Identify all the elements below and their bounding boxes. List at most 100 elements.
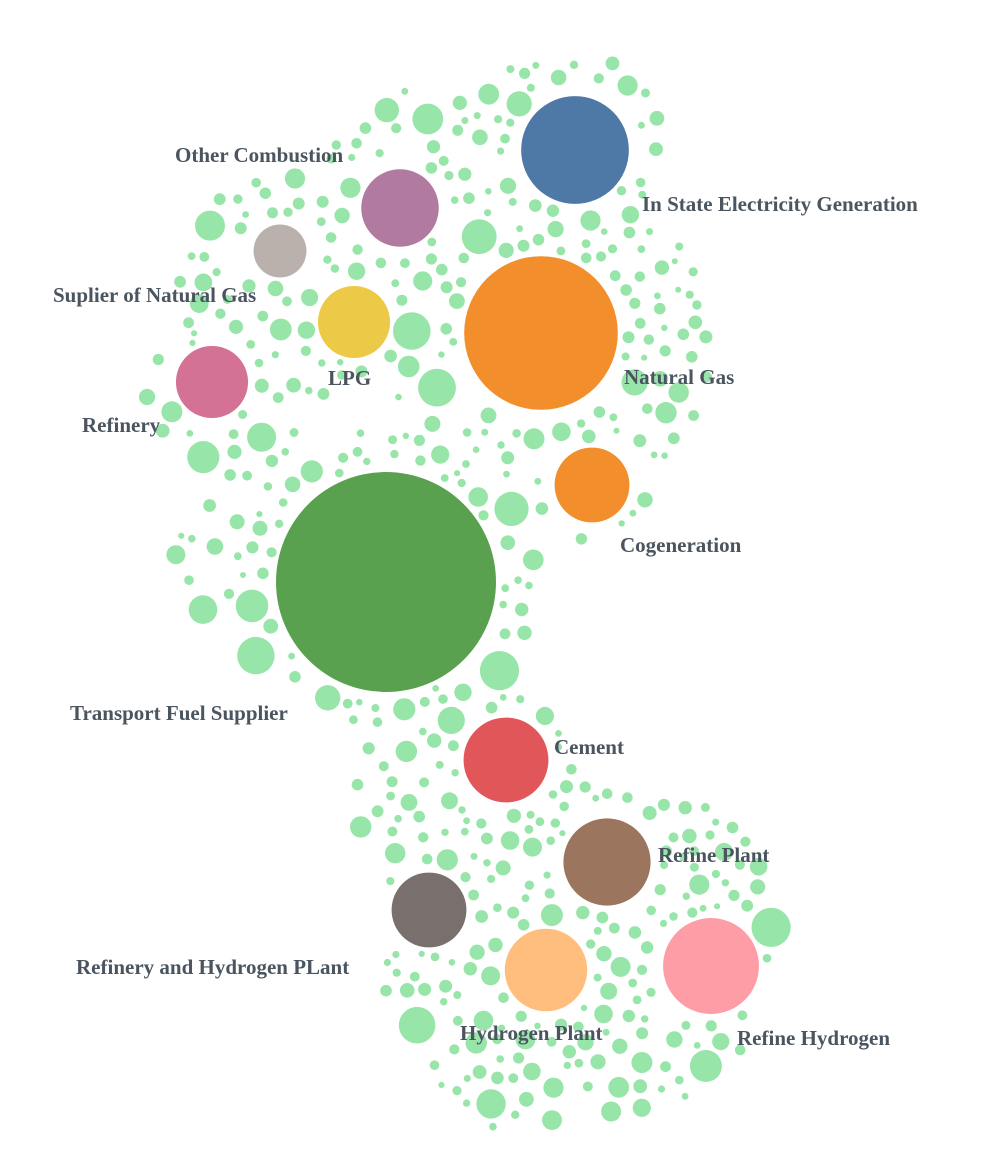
bubble-small[interactable] — [451, 769, 459, 777]
bubble-small[interactable] — [203, 499, 217, 512]
bubble-small[interactable] — [432, 685, 440, 692]
bubble-small[interactable] — [629, 509, 637, 517]
bubble-small[interactable] — [472, 446, 480, 454]
bubble-small[interactable] — [242, 211, 250, 218]
bubble-small[interactable] — [547, 221, 564, 238]
bubble-small[interactable] — [493, 903, 502, 912]
bubble-small[interactable] — [556, 246, 566, 256]
bubble-small[interactable] — [468, 889, 479, 901]
bubble-small[interactable] — [391, 279, 400, 288]
bubble-small[interactable] — [418, 950, 425, 958]
bubble-small[interactable] — [521, 894, 530, 903]
bubble-small[interactable] — [392, 968, 401, 977]
bubble-small[interactable] — [677, 328, 690, 341]
bubble-small[interactable] — [581, 239, 591, 249]
bubble-small[interactable] — [506, 91, 532, 117]
bubble-small[interactable] — [608, 1076, 630, 1098]
bubble-small[interactable] — [721, 879, 730, 887]
bubble-small[interactable] — [546, 836, 555, 845]
bubble-small[interactable] — [265, 454, 279, 468]
bubble-small[interactable] — [705, 1020, 717, 1032]
bubble-small[interactable] — [372, 717, 383, 727]
bubble-small[interactable] — [286, 377, 301, 393]
bubble-small[interactable] — [712, 818, 720, 826]
bubble-small[interactable] — [460, 872, 471, 883]
bubble-small[interactable] — [390, 449, 399, 459]
bubble-small[interactable] — [399, 983, 415, 998]
bubble-small[interactable] — [419, 777, 430, 788]
bubble-small[interactable] — [631, 1052, 653, 1073]
bubble-small[interactable] — [542, 1110, 562, 1130]
bubble-small[interactable] — [693, 1042, 701, 1049]
bubble-small[interactable] — [675, 1075, 684, 1085]
bubble-small[interactable] — [634, 271, 645, 282]
bubble-small[interactable] — [252, 520, 268, 536]
bubble-small[interactable] — [508, 1073, 519, 1084]
bubble-small[interactable] — [555, 730, 562, 737]
bubble-small[interactable] — [506, 118, 515, 127]
bubble-small[interactable] — [711, 869, 721, 879]
bubble-small[interactable] — [642, 806, 657, 820]
bubble-small[interactable] — [622, 792, 633, 803]
bubble-small[interactable] — [371, 805, 384, 818]
bubble-small[interactable] — [413, 810, 426, 823]
bubble-small[interactable] — [352, 446, 363, 457]
bubble-small[interactable] — [393, 698, 416, 721]
bubble-small[interactable] — [440, 281, 453, 294]
bubble-small[interactable] — [602, 1028, 610, 1036]
bubble-small[interactable] — [325, 232, 337, 243]
bubble-small[interactable] — [667, 432, 680, 445]
bubble-small[interactable] — [301, 288, 319, 307]
bubble-small[interactable] — [337, 370, 347, 380]
bubble-small[interactable] — [668, 382, 689, 403]
bubble-small[interactable] — [523, 837, 542, 857]
bubble-small[interactable] — [641, 88, 650, 98]
bubble-small[interactable] — [397, 355, 420, 378]
bubble-small[interactable] — [449, 1044, 460, 1055]
bubble-small[interactable] — [436, 263, 448, 276]
bubble-small[interactable] — [400, 258, 410, 269]
bubble-small[interactable] — [456, 277, 467, 288]
bubble-small[interactable] — [424, 415, 441, 432]
bubble-small[interactable] — [734, 859, 745, 870]
bubble-small[interactable] — [463, 817, 470, 825]
bubble-small[interactable] — [395, 393, 402, 401]
bubble-small[interactable] — [637, 492, 653, 508]
bubble-small[interactable] — [458, 252, 470, 264]
bubble-small[interactable] — [532, 233, 545, 246]
bubble-small[interactable] — [256, 510, 263, 518]
bubble-small[interactable] — [206, 538, 224, 555]
bubble-small[interactable] — [479, 651, 520, 691]
bubble-small[interactable] — [454, 683, 472, 701]
bubble-small[interactable] — [398, 1006, 436, 1044]
bubble-small[interactable] — [452, 1086, 462, 1096]
bubble-small[interactable] — [523, 428, 545, 450]
bubble-small[interactable] — [515, 1010, 527, 1022]
bubble-small[interactable] — [661, 452, 668, 460]
bubble-small[interactable] — [525, 581, 533, 590]
bubble-small[interactable] — [480, 407, 497, 424]
bubble-small[interactable] — [213, 193, 226, 206]
bubble-small[interactable] — [728, 889, 740, 902]
bubble-small[interactable] — [487, 874, 496, 884]
bubble-small[interactable] — [610, 956, 631, 977]
bubble-small[interactable] — [356, 429, 365, 438]
bubble-small[interactable] — [660, 845, 673, 858]
bubble-small[interactable] — [440, 998, 448, 1006]
bubble-small[interactable] — [596, 911, 609, 924]
bubble-small[interactable] — [554, 743, 563, 751]
bubble-small[interactable] — [305, 386, 313, 395]
bubble-small[interactable] — [500, 133, 510, 144]
bubble-small[interactable] — [386, 776, 398, 788]
bubble-small[interactable] — [356, 698, 363, 706]
bubble-small[interactable] — [675, 286, 682, 293]
bubble-small[interactable] — [632, 995, 642, 1005]
bubble-small[interactable] — [274, 519, 284, 528]
bubble-small[interactable] — [519, 67, 531, 79]
bubble-small[interactable] — [186, 430, 194, 437]
bubble-small[interactable] — [637, 245, 646, 254]
bubble-small[interactable] — [654, 260, 670, 275]
bubble-refinery[interactable] — [175, 345, 249, 419]
bubble-small[interactable] — [687, 907, 698, 918]
bubble-small[interactable] — [529, 199, 542, 212]
